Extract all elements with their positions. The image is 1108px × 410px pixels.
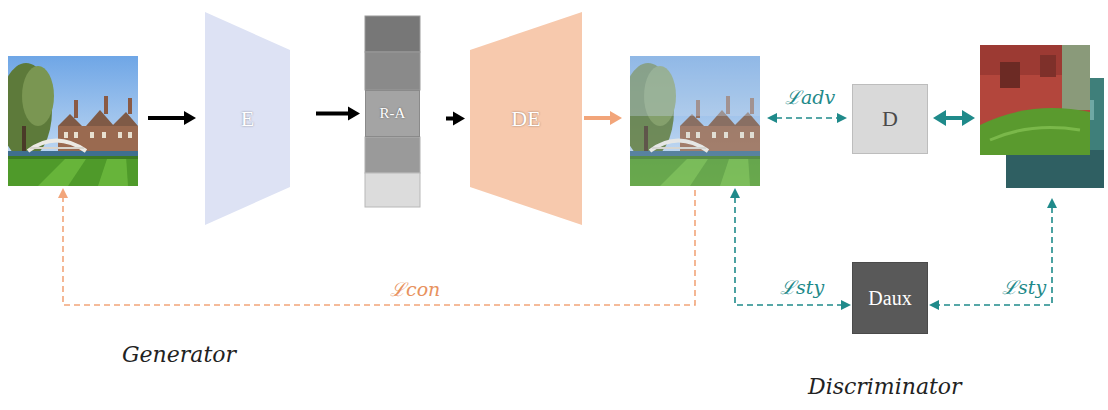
- loss-label: ℒsty: [1000, 274, 1048, 300]
- loss-label: ℒsty: [778, 274, 826, 300]
- decoder-trapezoid: DE: [470, 12, 582, 225]
- loss-label: ℒadv: [783, 84, 837, 110]
- encoder-trapezoid: E: [205, 12, 290, 225]
- input-photo: [8, 56, 138, 186]
- style-images: [980, 45, 1104, 188]
- node-label: R-A: [380, 105, 406, 122]
- node-label: Daux: [868, 287, 911, 310]
- flow-arrow: [446, 112, 465, 126]
- residual-stack: [365, 16, 420, 207]
- discriminator-box: D: [852, 84, 928, 154]
- node-label: E: [241, 106, 254, 132]
- node-label: D: [882, 106, 898, 132]
- node-label: DE: [511, 106, 540, 132]
- section-title: Generator: [120, 342, 238, 367]
- flow-arrow: [316, 107, 360, 121]
- loss-label: ℒcon: [388, 276, 442, 302]
- aux-discriminator-box: Daux: [852, 262, 928, 334]
- residual-attention-block: R-A: [365, 90, 420, 137]
- output-photo: [630, 56, 760, 186]
- section-title: Discriminator: [806, 374, 964, 399]
